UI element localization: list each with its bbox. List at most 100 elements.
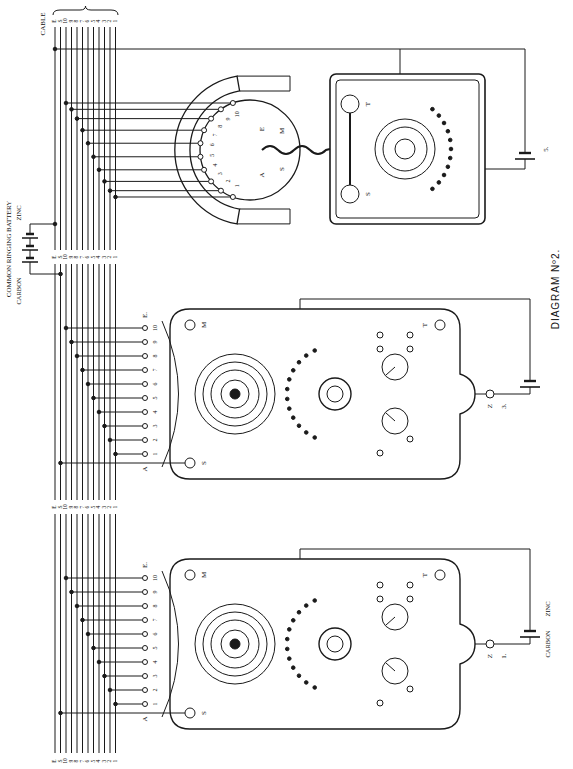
wire (77, 118, 209, 119)
dial-dot (285, 397, 289, 401)
dial-dot (297, 610, 301, 614)
instrument-box (336, 80, 479, 218)
terminal-label: 3 (152, 425, 158, 428)
dial-dot (291, 369, 295, 373)
terminal (143, 702, 148, 707)
terminal-label: 1 (152, 453, 158, 456)
wire-number: 1 (113, 760, 119, 763)
wire (110, 440, 143, 441)
terminal (202, 167, 207, 172)
battery-plate (515, 158, 535, 160)
dial-dot (287, 378, 291, 382)
junction-dot (64, 326, 68, 330)
terminal-label: 5 (152, 397, 158, 400)
junction-dot (64, 576, 68, 580)
wire (55, 514, 56, 753)
terminal-label: A (259, 172, 266, 177)
dial-dot (287, 628, 291, 632)
gong-arm (349, 113, 351, 185)
wire (72, 592, 143, 593)
label: CARBON (16, 277, 23, 304)
terminal-label: 10 (234, 111, 240, 117)
dial-dot (313, 599, 317, 603)
dial-dot (304, 604, 308, 608)
contact-band (175, 76, 240, 224)
dial-dot (431, 107, 435, 111)
terminal-label: 6 (152, 383, 158, 386)
wire (110, 264, 111, 500)
wire (116, 704, 143, 705)
dial-dot (285, 637, 289, 641)
switch-dial (200, 100, 300, 200)
junction-dot (97, 660, 101, 664)
terminal (143, 688, 148, 693)
junction-dot (59, 461, 63, 465)
terminal-label: Z (487, 404, 494, 408)
junction-dot (114, 195, 118, 199)
label: CABLE (40, 13, 47, 36)
terminal-label: S (365, 192, 372, 196)
dial-dot (448, 156, 452, 160)
terminal-label: E. (142, 562, 149, 568)
terminal-label: 8 (152, 355, 158, 358)
terminal (230, 194, 235, 199)
terminal-label: 1 (152, 703, 158, 706)
terminal-label: T (422, 573, 429, 577)
junction-dot (86, 141, 90, 145)
terminal (218, 188, 223, 193)
bell (375, 119, 435, 179)
terminal (143, 424, 148, 429)
terminal-label: 3 (152, 675, 158, 678)
terminal-label: M (279, 128, 286, 134)
wire (30, 224, 55, 234)
wire (60, 27, 61, 250)
terminal (143, 660, 148, 665)
terminal (143, 646, 148, 651)
dial-dot (442, 121, 446, 125)
wire (55, 27, 56, 250)
terminal (143, 590, 148, 595)
terminal-label: 5 (152, 647, 158, 650)
terminal (202, 128, 207, 133)
wire (77, 514, 78, 753)
junction-dot (75, 354, 79, 358)
wall-telephone-set (162, 299, 540, 479)
junction-dot (86, 632, 90, 636)
junction-dot (108, 438, 112, 442)
terminal-label: 7 (152, 619, 158, 622)
terminal-label: 3 (217, 172, 223, 175)
junction-dot (92, 155, 96, 159)
terminal-label: S (201, 461, 208, 465)
junction-dot (70, 340, 74, 344)
wire-number: 1 (113, 20, 119, 23)
dial-dot (291, 666, 295, 670)
terminal-label: M (201, 322, 208, 328)
terminal-label: 10 (152, 325, 158, 331)
terminal-label: 1. (501, 653, 508, 658)
terminal (209, 179, 214, 184)
terminal-label: ZINC (545, 601, 552, 616)
wire (77, 606, 143, 607)
junction-dot (103, 674, 107, 678)
junction-dot (81, 368, 85, 372)
dial-dot (448, 138, 452, 142)
wire (77, 356, 143, 357)
terminal (198, 141, 203, 146)
dial-dot (446, 165, 450, 169)
junction-dot (53, 222, 57, 226)
terminal (143, 604, 148, 609)
junction-dot (64, 101, 68, 105)
wiring (53, 27, 453, 753)
dial-dot (285, 387, 289, 391)
wire (94, 398, 143, 399)
terminal-label: 2 (152, 439, 158, 442)
wire (105, 181, 209, 182)
wire (88, 27, 89, 250)
wire (77, 27, 78, 250)
wire (82, 27, 83, 250)
junction-dot (108, 688, 112, 692)
dial-dot (304, 431, 308, 435)
junction-dot (103, 180, 107, 184)
wire (105, 426, 143, 427)
